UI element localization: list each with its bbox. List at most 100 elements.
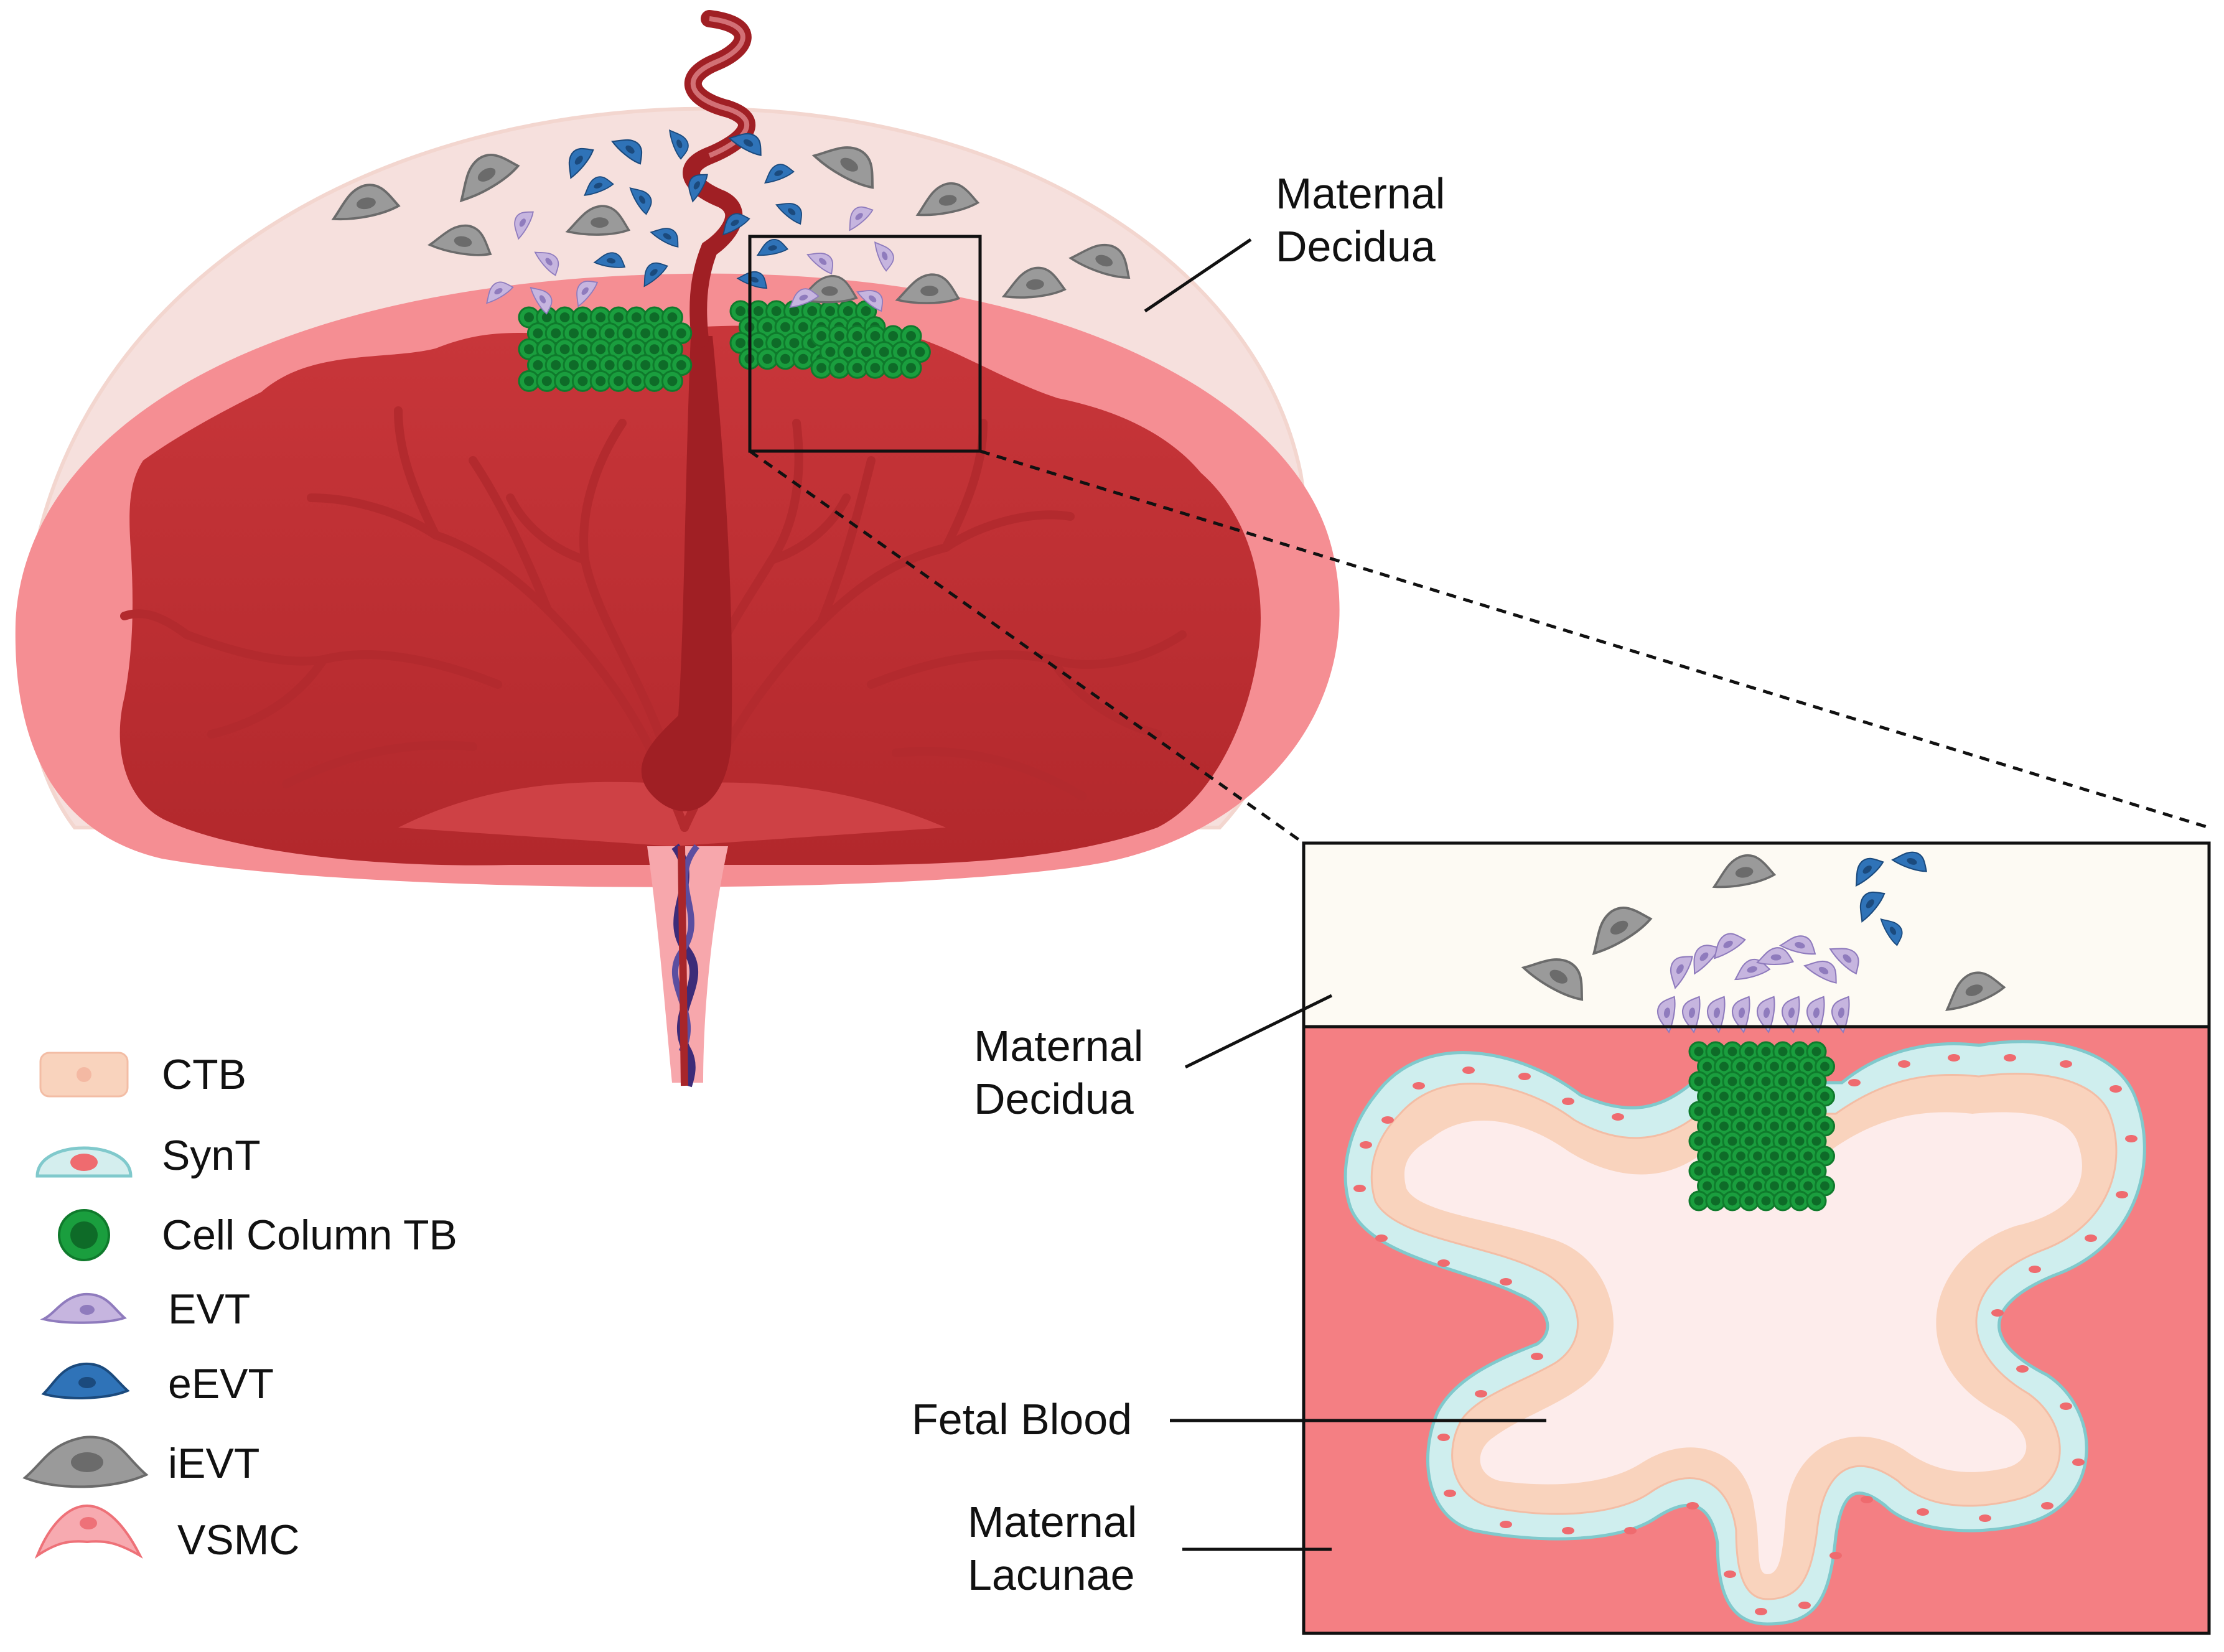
cell-column-tb-nucleus — [1803, 1121, 1813, 1131]
cell-column-tb-nucleus — [798, 353, 808, 364]
synt-nucleus — [1755, 1608, 1767, 1615]
cell-column-tb-nucleus — [1719, 1151, 1729, 1161]
legend-item-eevt: eEVT — [41, 1360, 274, 1407]
ievt-cell — [1592, 907, 1653, 956]
cell-column-tb-nucleus — [1711, 1076, 1721, 1086]
evt-cell — [1831, 996, 1850, 1034]
cell-column-tb-nucleus — [870, 363, 881, 373]
cell-column-tb-nucleus — [1778, 1076, 1788, 1086]
svg-text:Fetal Blood: Fetal Blood — [912, 1395, 1132, 1444]
synt-nucleus — [1829, 1552, 1842, 1559]
legend-item-ctb: CTB — [39, 1051, 246, 1098]
cell-column-tb-nucleus — [1795, 1047, 1805, 1057]
cell-column-tb-nucleus — [1770, 1062, 1779, 1071]
synt-nucleus — [2041, 1502, 2053, 1510]
cell-column-tb-nucleus — [541, 376, 552, 386]
evt-cell — [1778, 935, 1816, 955]
cell-column-tb-nucleus — [1744, 1106, 1754, 1116]
label-maternal-decidua-top: Maternal Decidua — [1144, 169, 1445, 313]
cell-column-tb-nucleus — [798, 322, 808, 332]
cell-column-tb-nucleus — [834, 331, 844, 341]
label-maternal-decidua-inset: Maternal Decidua — [974, 994, 1333, 1123]
synt-nucleus — [1360, 1141, 1372, 1149]
cell-column-tb-nucleus — [1753, 1121, 1762, 1131]
cell-column-tb-nucleus — [1770, 1151, 1779, 1161]
cell-column-tb-nucleus — [1719, 1181, 1729, 1191]
cell-column-tb-nucleus — [1694, 1196, 1704, 1206]
ievt-cell — [331, 184, 401, 221]
cell-column-tb-nucleus — [1719, 1062, 1729, 1071]
eevt-cell — [568, 147, 594, 179]
cell-column-tb-nucleus — [676, 328, 686, 338]
cell-column-tb-nucleus — [1811, 1196, 1821, 1206]
synt-nucleus — [1500, 1278, 1512, 1286]
cell-column-tb-nucleus — [1694, 1047, 1704, 1057]
cell-column-tb-nucleus — [1778, 1106, 1788, 1116]
cell-column-tb-nucleus — [524, 312, 534, 322]
cell-column-tb-nucleus — [1778, 1136, 1788, 1146]
cell-column-tb-nucleus — [541, 312, 552, 322]
evt-cell — [1707, 996, 1726, 1034]
cell-column-tb-nucleus — [667, 312, 678, 322]
cell-column-tb-nucleus — [524, 344, 534, 355]
cell-column-tb-nucleus — [780, 322, 790, 332]
cell-column-tb-nucleus — [622, 328, 633, 338]
synt-nucleus — [1353, 1185, 1366, 1192]
evt-cell — [1757, 996, 1775, 1034]
synt-nucleus — [1462, 1066, 1475, 1074]
cell-column-tb-nucleus — [622, 360, 633, 370]
synt-nucleus — [1437, 1259, 1450, 1267]
synt-nucleus — [1991, 1309, 2004, 1317]
synt-nucleus — [2004, 1054, 2016, 1062]
synt-nucleus — [1979, 1514, 1991, 1522]
cell-column-tb-nucleus — [736, 306, 745, 316]
synt-nucleus — [1500, 1521, 1512, 1528]
synt-nucleus — [1861, 1496, 1873, 1503]
cell-column-tb-nucleus — [816, 331, 826, 341]
cell-column-tb-nucleus — [524, 376, 534, 386]
synt-nucleus — [2116, 1191, 2128, 1198]
synt-nucleus — [2060, 1060, 2072, 1068]
synt-nucleus — [1475, 1390, 1487, 1398]
cell-column-tb-nucleus — [1803, 1091, 1813, 1101]
legend-item-ievt: iEVT — [22, 1435, 259, 1488]
ievt-cell — [1001, 266, 1067, 299]
eevt-cell — [764, 164, 795, 184]
spiral-artery-highlight — [690, 16, 750, 158]
cell-column-tb-nucleus — [1787, 1091, 1796, 1101]
cell-column-tb-nucleus — [1719, 1121, 1729, 1131]
cell-column-tb-nucleus — [1711, 1166, 1721, 1176]
synt-nucleus — [1375, 1234, 1388, 1242]
synt-nucleus — [1686, 1502, 1699, 1510]
cell-column-tb-nucleus — [1811, 1136, 1821, 1146]
synt-nucleus — [1848, 1079, 1861, 1086]
cell-column-tb-nucleus — [1820, 1091, 1829, 1101]
legend: CTB SynT Cell Column TB EVT eEVT iEVT — [22, 1051, 457, 1564]
cell-column-tb-nucleus — [1761, 1076, 1771, 1086]
evt-nucleus-icon — [80, 1305, 95, 1315]
evt-cell — [576, 281, 599, 307]
cell-column-tb-nucleus — [551, 360, 561, 370]
inset-panel — [1302, 841, 2211, 1635]
cell-column-tb-nucleus — [888, 331, 899, 341]
cell-column-tb-nucleus — [825, 347, 836, 357]
cell-column-tb-nucleus — [614, 312, 624, 322]
eevt-cell — [756, 238, 789, 256]
cell-column-tb-nucleus — [1753, 1181, 1762, 1191]
cell-column-tb-nucleus — [1703, 1151, 1712, 1161]
cell-column-tb-nucleus — [559, 376, 570, 386]
synt-nucleus — [1531, 1353, 1543, 1360]
cell-column-tb-nucleus — [1820, 1181, 1829, 1191]
cell-column-tb-nucleus — [1803, 1181, 1813, 1191]
cell-column-tb-nucleus — [771, 306, 782, 316]
ctb-nucleus-icon — [77, 1067, 91, 1082]
svg-text:Decidua: Decidua — [1276, 222, 1436, 271]
ievt-cell — [1945, 971, 2006, 1011]
cell-column-tb-nucleus — [888, 363, 899, 373]
label-maternal-lacunae: Maternal Lacunae — [968, 1498, 1332, 1599]
cell-column-tb-nucleus — [1703, 1091, 1712, 1101]
cell-column-tb-nucleus — [559, 312, 570, 322]
cell-column-clusters — [518, 300, 931, 392]
cell-column-tb-nucleus — [736, 338, 745, 348]
cell-column-tb-nucleus — [1744, 1166, 1754, 1176]
